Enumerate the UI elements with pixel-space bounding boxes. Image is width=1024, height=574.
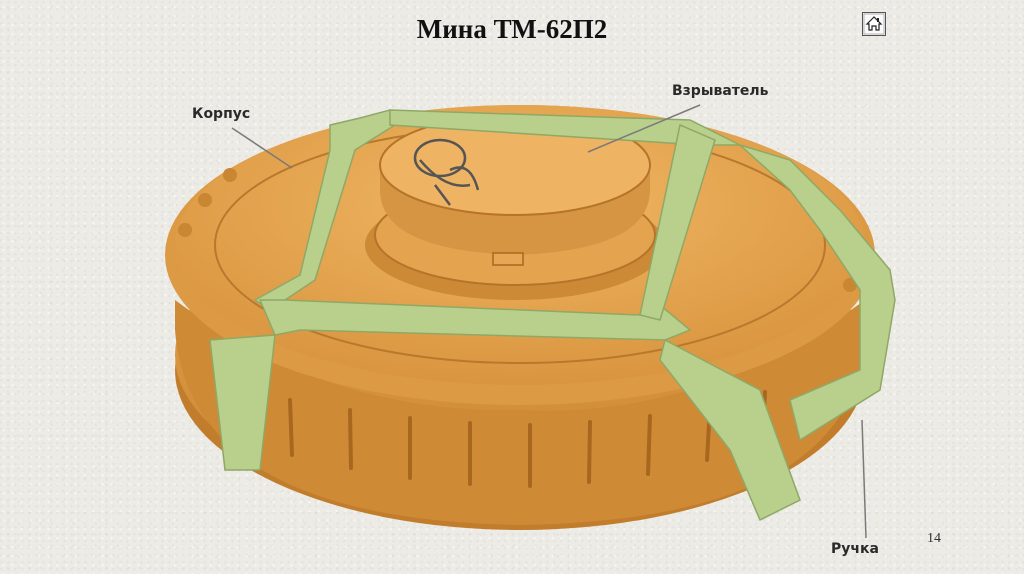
straps xyxy=(209,109,896,522)
slide-title: Мина ТМ-62П2 xyxy=(416,14,608,44)
label-handle: Ручка xyxy=(831,541,879,557)
home-button[interactable] xyxy=(862,12,886,36)
label-fuse: Взрыватель xyxy=(672,83,769,99)
fuse xyxy=(365,114,665,300)
page-number: 14 xyxy=(927,531,941,546)
label-body: Корпус xyxy=(192,106,251,122)
home-icon xyxy=(863,13,885,35)
